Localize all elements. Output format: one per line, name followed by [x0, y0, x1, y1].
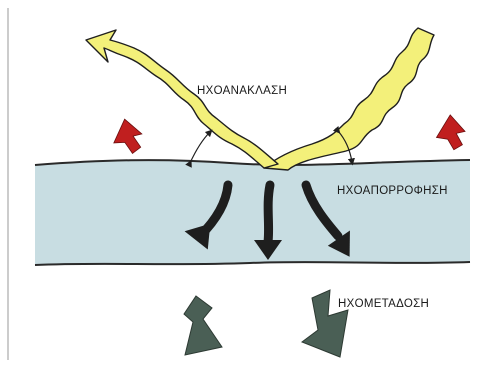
- reflected-wave-band: [86, 30, 278, 168]
- transmission-arrow-left: [184, 296, 222, 355]
- red-arrow-icon-left: [111, 117, 145, 156]
- material-layer: [35, 160, 470, 265]
- reflection-label: ΗΧΟΑΝΑΚΛΑΣΗ: [197, 85, 287, 97]
- absorption-label: ΗΧΟΑΠΟΡΡΟΦΗΣΗ: [337, 185, 448, 197]
- left-angle-marker: [190, 132, 210, 163]
- transmission-label: ΗΧΟΜΕΤΑΔΟΣΗ: [338, 298, 429, 310]
- red-arrow-icon-right: [434, 114, 466, 152]
